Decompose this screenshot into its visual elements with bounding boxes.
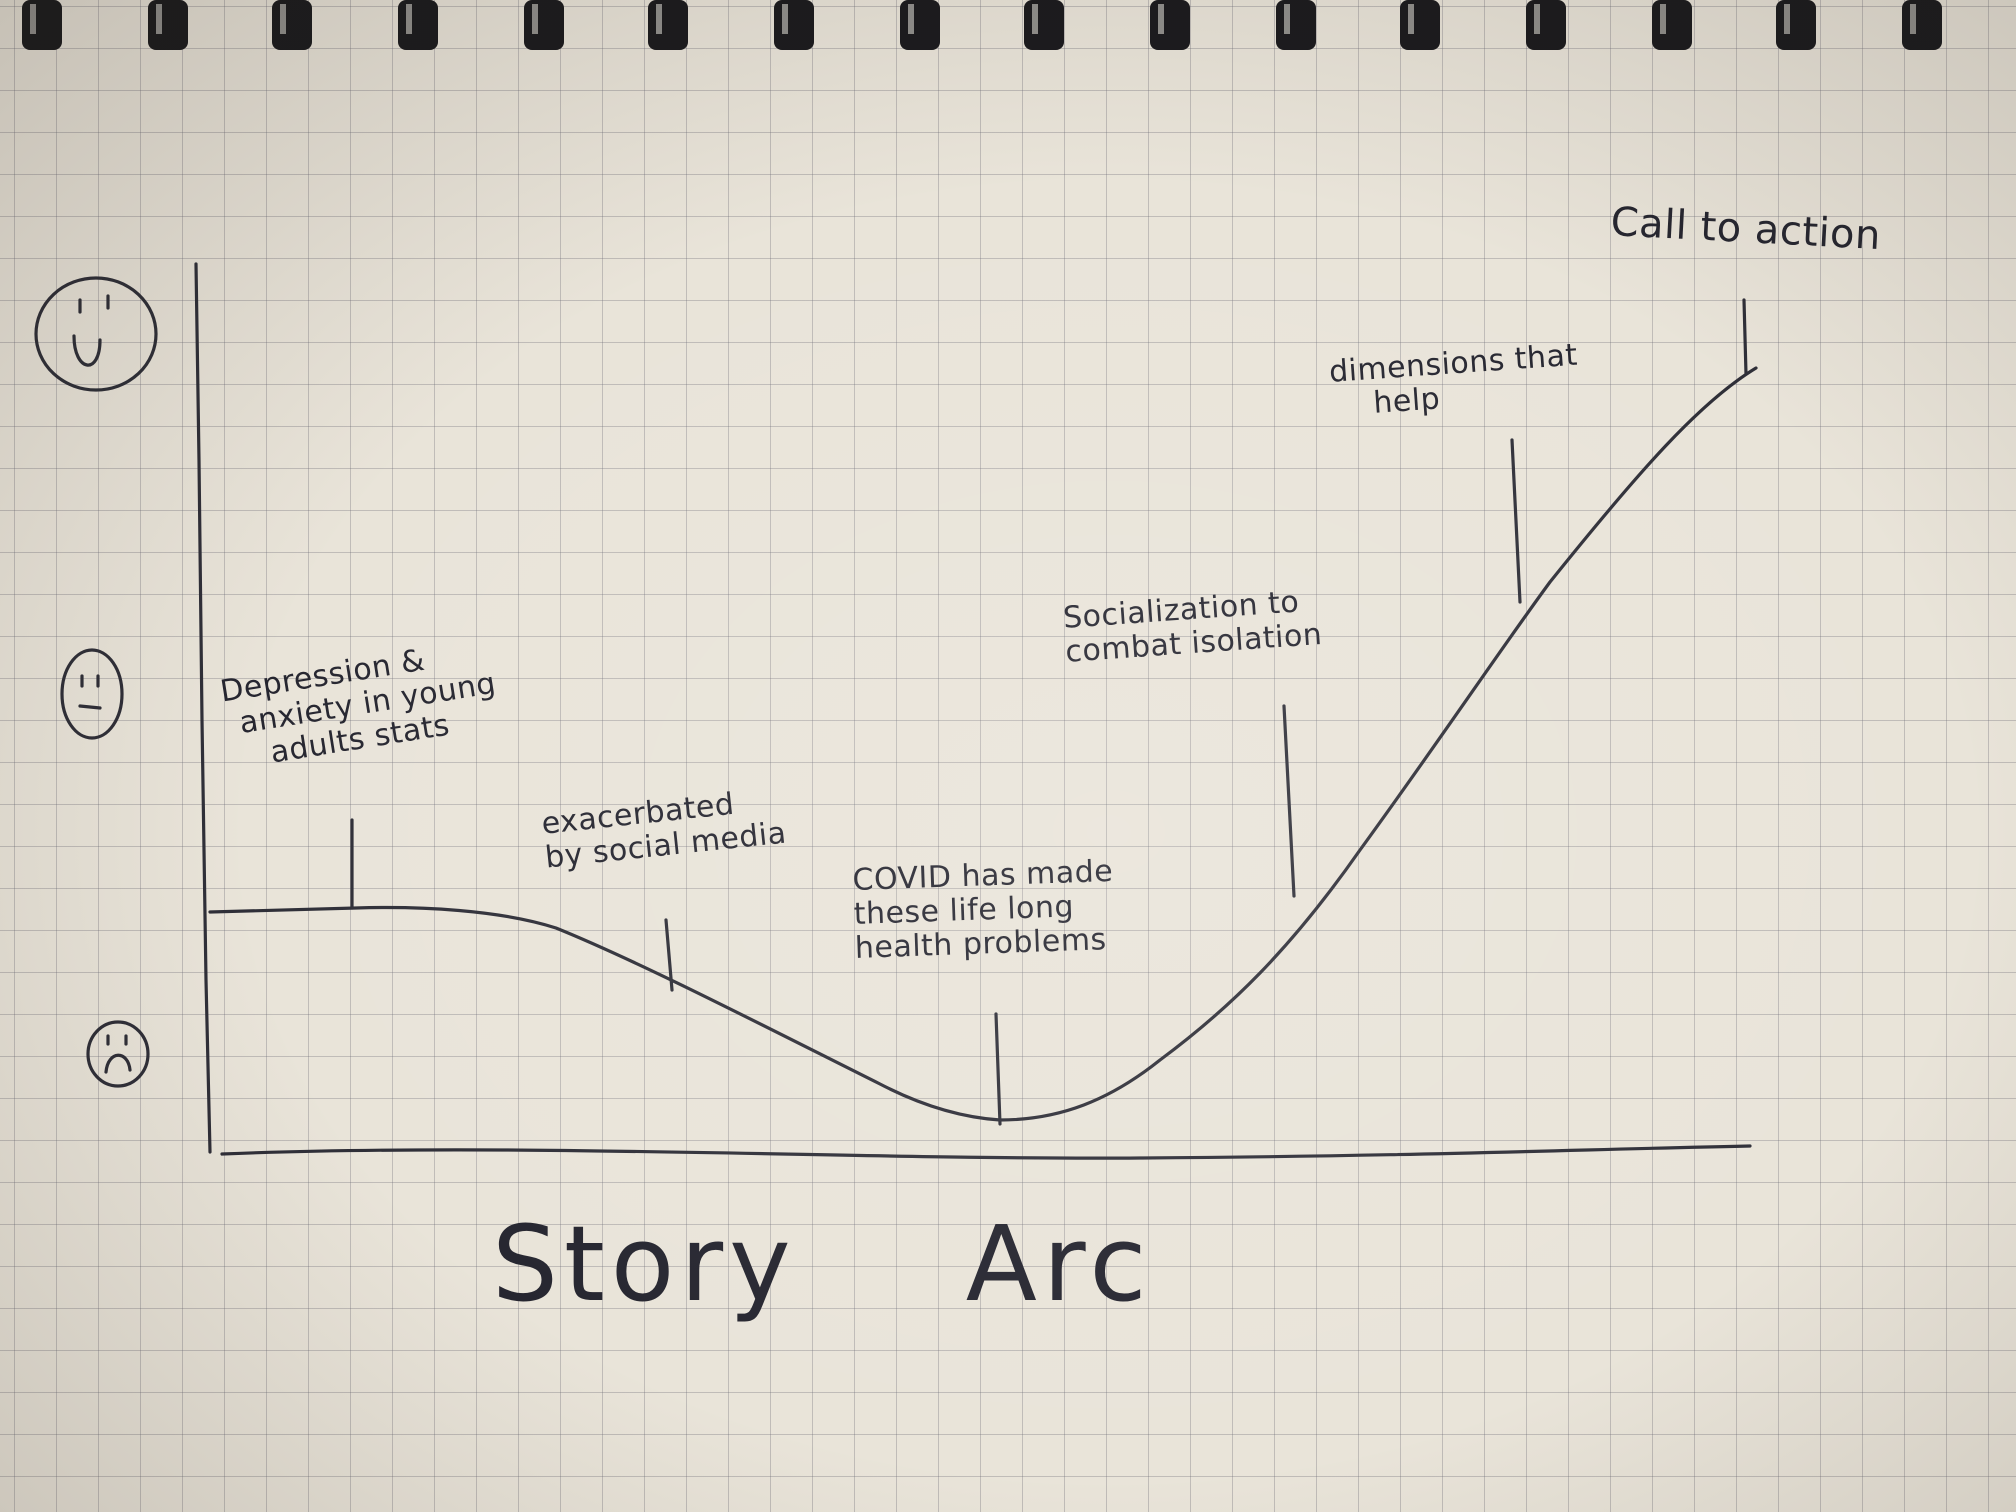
annotation-covid: COVID has made these life long health pr… [852,854,1116,966]
neutral-face-icon [60,648,124,740]
y-axis [194,262,212,1154]
happy-face-icon [34,276,158,392]
marker-dimensions [1510,438,1522,604]
sad-face-icon [86,1020,150,1088]
marker-call-to-action [1742,298,1748,376]
marker-socialization [1282,704,1296,898]
marker-exacerbated [664,918,674,992]
story-arc-curve [208,366,1758,1122]
diagram-title: Story Arc [492,1203,1153,1325]
x-axis [220,1144,1752,1160]
spiral-binding [22,0,1942,50]
marker-covid [994,1012,1002,1126]
